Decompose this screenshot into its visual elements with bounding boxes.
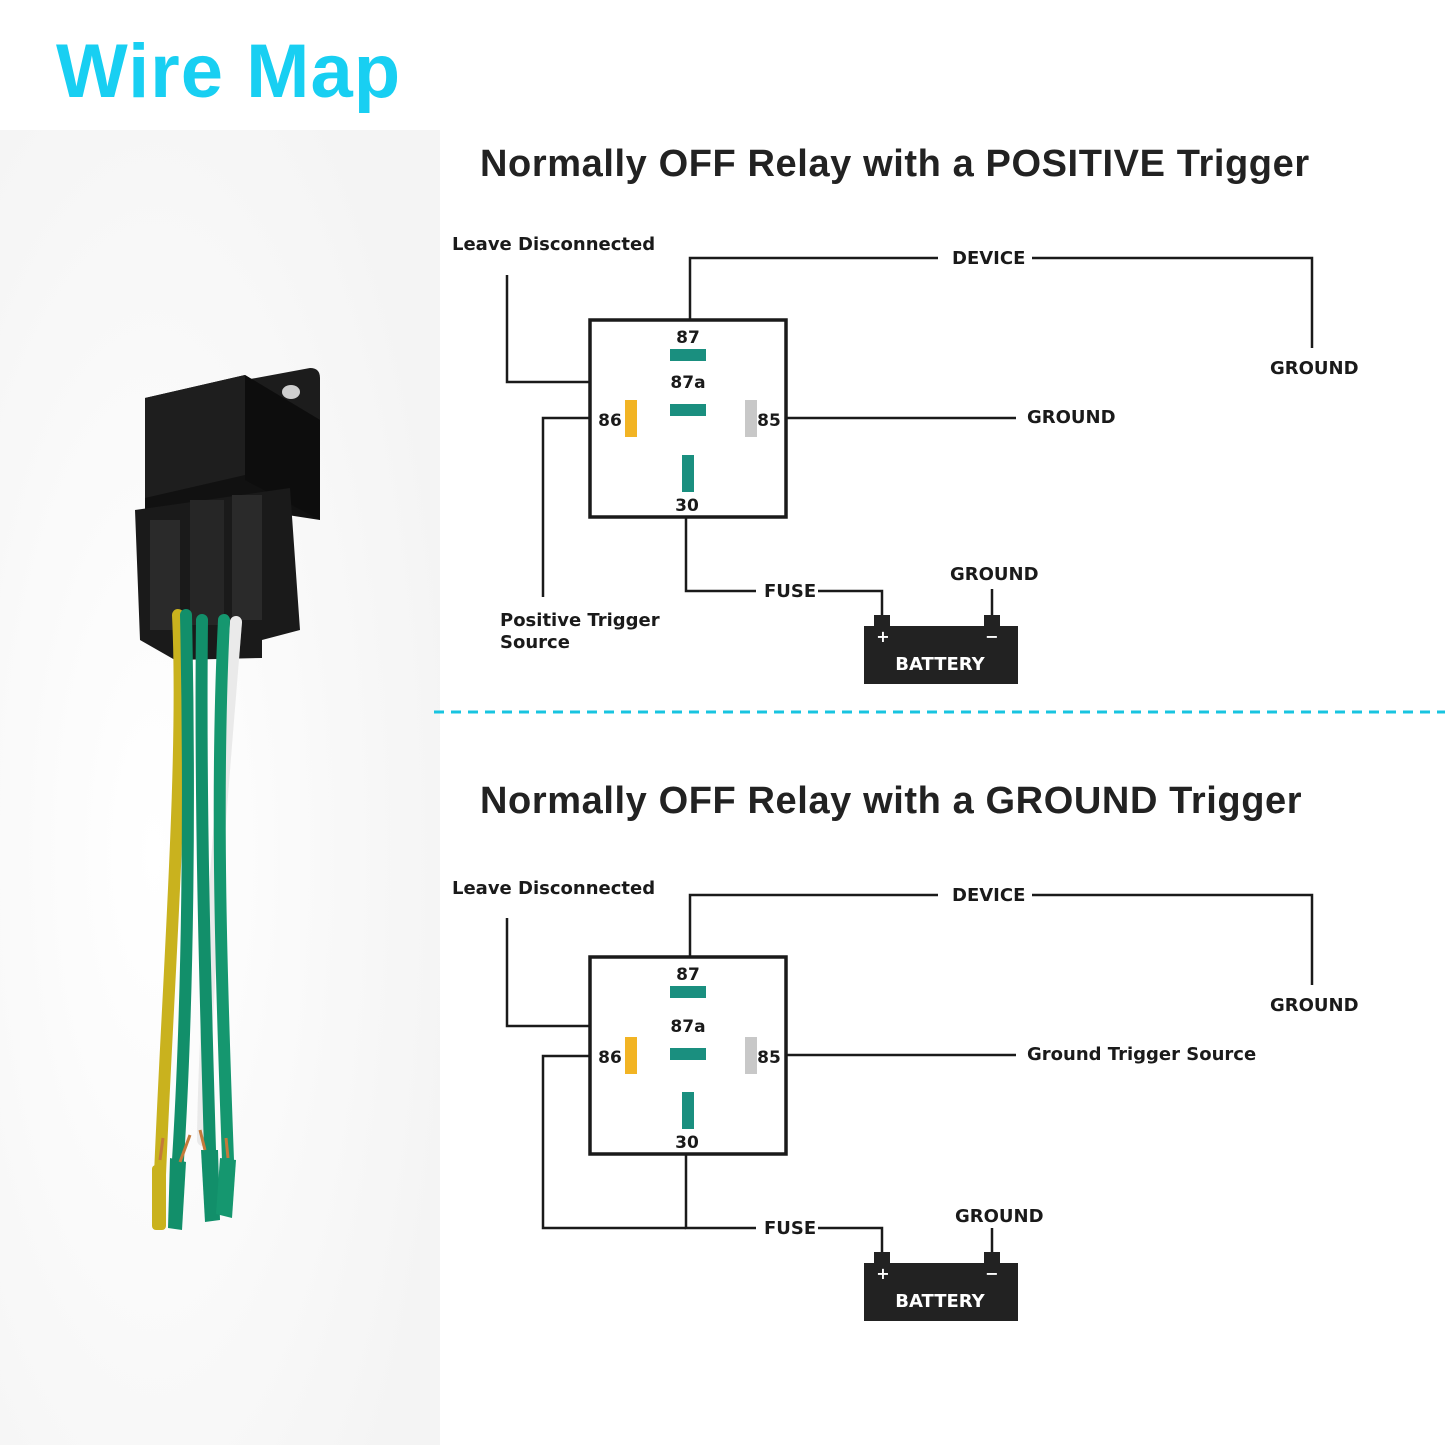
wire-86-to-battery-positive (541, 1054, 686, 1230)
pin-87a-label: 87a (670, 1017, 705, 1037)
pin-86-label: 86 (598, 1048, 622, 1068)
contact-86 (625, 1037, 637, 1074)
label-device: DEVICE (952, 248, 1025, 269)
pin-85-label: 85 (757, 411, 781, 431)
wire-harness (154, 609, 242, 1181)
wire-87-to-device (688, 256, 938, 320)
label-positive-trigger-source: Source (500, 632, 570, 653)
label-device-ground: GROUND (1270, 358, 1359, 379)
label-device-ground: GROUND (1270, 995, 1359, 1016)
diagram-positive-trigger: Normally OFF Relay with a POSITIVE Trigg… (452, 143, 1359, 684)
pin-87-label: 87 (676, 965, 700, 985)
battery-label: BATTERY (895, 654, 985, 675)
wire-fuse-to-battery (818, 1226, 884, 1254)
relay-product-photo (0, 130, 440, 1445)
label-leave-disconnected: Leave Disconnected (452, 234, 655, 255)
wire-terminals (152, 1129, 236, 1230)
battery-label: BATTERY (895, 1291, 985, 1312)
contact-30 (682, 455, 694, 492)
diagram-title: Normally OFF Relay with a GROUND Trigger (480, 780, 1302, 822)
page-title: Wire Map (56, 29, 402, 114)
pin-85-label: 85 (757, 1048, 781, 1068)
label-fuse: FUSE (764, 1218, 816, 1239)
contact-86 (625, 400, 637, 437)
wire-device-to-ground (1032, 256, 1314, 348)
diagram-ground-trigger: Normally OFF Relay with a GROUND Trigger… (452, 780, 1359, 1321)
battery-icon: + − BATTERY (864, 615, 1018, 684)
wire-86-trigger (541, 416, 590, 597)
wire-device-to-ground (1032, 893, 1314, 985)
wire-87-to-device (688, 893, 938, 957)
label-positive-trigger: Positive Trigger (500, 610, 660, 631)
contact-87 (670, 349, 706, 361)
label-battery-ground: GROUND (955, 1206, 1044, 1227)
pin-30-label: 30 (675, 1133, 699, 1153)
label-device: DEVICE (952, 885, 1025, 906)
contact-87a (670, 1048, 706, 1060)
contact-87 (670, 986, 706, 998)
battery-icon: + − BATTERY (864, 1252, 1018, 1321)
label-leave-disconnected: Leave Disconnected (452, 878, 655, 899)
pin-86-label: 86 (598, 411, 622, 431)
label-battery-ground: GROUND (950, 564, 1039, 585)
wire-fuse-to-battery (818, 589, 884, 617)
diagram-title: Normally OFF Relay with a POSITIVE Trigg… (480, 143, 1310, 185)
pin-87a-label: 87a (670, 373, 705, 393)
contact-85 (745, 1037, 757, 1074)
relay-body (145, 375, 320, 525)
battery-minus: − (985, 1264, 998, 1283)
battery-minus: − (985, 627, 998, 646)
pin-30-label: 30 (675, 496, 699, 516)
contact-30 (682, 1092, 694, 1129)
label-fuse: FUSE (764, 581, 816, 602)
pin-87-label: 87 (676, 328, 700, 348)
wire-30-fuse (684, 1154, 756, 1230)
wire-30-fuse (684, 517, 756, 593)
battery-plus: + (876, 627, 889, 646)
battery-plus: + (876, 1264, 889, 1283)
label-ground-trigger-source: Ground Trigger Source (1027, 1044, 1256, 1065)
label-85-ground: GROUND (1027, 407, 1116, 428)
contact-85 (745, 400, 757, 437)
contact-87a (670, 404, 706, 416)
